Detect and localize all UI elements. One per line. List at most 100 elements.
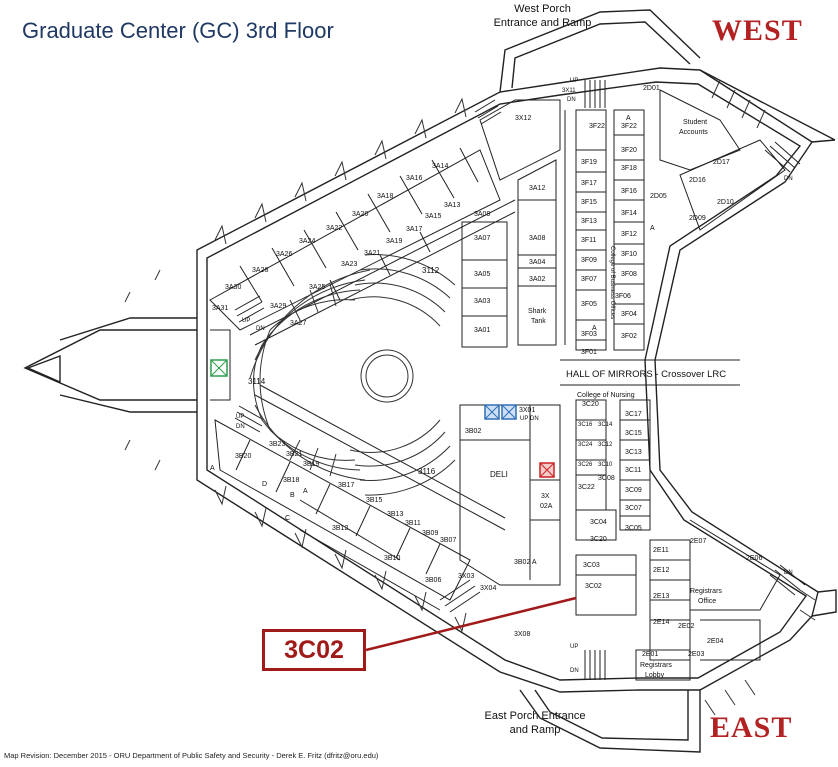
room-label: 3F18 xyxy=(621,165,637,172)
room-label: 3A18 xyxy=(377,193,393,200)
room-label: 3A01 xyxy=(474,327,490,334)
room-label: 2D09 xyxy=(689,215,706,222)
room-label: 3F09 xyxy=(581,257,597,264)
room-label: 3C10 xyxy=(598,462,613,468)
room-label: 3F07 xyxy=(581,276,597,283)
highlighted-room-label: 3C02 xyxy=(585,583,602,590)
interior-walls xyxy=(209,80,806,681)
room-label: 3A27 xyxy=(290,320,306,327)
auditorium-seating xyxy=(249,254,456,496)
stairs-down-label: DN xyxy=(530,416,539,422)
room-label: 3F06 xyxy=(615,293,631,300)
elevators xyxy=(210,359,555,478)
room-labels: 3X12 3X11 UP DN 3A14 3A16 3A18 3A20 3A22… xyxy=(210,78,793,679)
stairs-down-label: DN xyxy=(236,424,245,430)
room-label: 2D16 xyxy=(689,177,706,184)
east-porch-entrance-label: East Porch Entrance and Ramp xyxy=(470,709,600,737)
room-label: 3C12 xyxy=(598,442,613,448)
stairs-up-label: UP xyxy=(242,318,250,324)
room-label: 3A29 xyxy=(270,303,286,310)
room-label: 3B19 xyxy=(303,461,319,468)
hall-of-mirrors-label: HALL OF MIRRORS - Crossover LRC xyxy=(566,369,726,380)
room-label: 3C14 xyxy=(598,422,613,428)
stairs-up-label: UP xyxy=(236,414,244,420)
room-label: 3B09 xyxy=(422,530,438,537)
room-label: 2E12 xyxy=(653,567,669,574)
stairs-down-label: DN xyxy=(784,570,793,576)
room-label: Shark xyxy=(528,308,547,315)
room-label: 3F12 xyxy=(621,231,637,238)
room-label: 3F03 xyxy=(581,331,597,338)
room-label: 3X04 xyxy=(480,585,496,592)
room-label: 3A04 xyxy=(529,259,545,266)
page-title: Graduate Center (GC) 3rd Floor xyxy=(22,18,334,43)
room-label: 2D01 xyxy=(643,85,660,92)
room-label: 3C09 xyxy=(625,487,642,494)
room-label: D xyxy=(262,481,267,488)
room-label: 2E01 xyxy=(642,651,658,658)
room-label: 3C20 xyxy=(590,536,607,543)
room-label: 3A16 xyxy=(406,175,422,182)
room-label: 3X03 xyxy=(458,573,474,580)
room-label: 3B06 xyxy=(425,577,441,584)
room-label: 3B18 xyxy=(283,477,299,484)
room-label: 3C03 xyxy=(583,562,600,569)
room-label: 3A28 xyxy=(252,267,268,274)
room-label: Office xyxy=(698,598,716,605)
room-label: Registrars xyxy=(640,662,672,669)
room-label: 3B02 A xyxy=(514,559,537,566)
room-label: 2E13 xyxy=(653,593,669,600)
room-label: 3B13 xyxy=(387,511,403,518)
map-revision-footer: Map Revision: December 2015 - ORU Depart… xyxy=(4,751,379,760)
room-label: 3C20 xyxy=(582,401,599,408)
room-label: 3F22 xyxy=(589,123,605,130)
room-label: 2E06 xyxy=(746,555,762,562)
stairs-down-label: DN xyxy=(567,97,576,103)
room-label: 2E04 xyxy=(707,638,723,645)
room-label: Registrars xyxy=(690,588,722,595)
room-label: 3C08 xyxy=(598,475,615,482)
room-label: 3C13 xyxy=(625,449,642,456)
stairs-up-label: UP xyxy=(570,78,578,84)
room-label: 3A31 xyxy=(212,305,228,312)
room-label: 3F04 xyxy=(621,311,637,318)
room-label: 2D10 xyxy=(717,199,734,206)
room-label: Lobby xyxy=(645,672,665,679)
room-label: 3C24 xyxy=(578,442,593,448)
east-entrance-line-2: and Ramp xyxy=(509,724,561,736)
callout-leader-line xyxy=(365,596,577,652)
room-label: 3A07 xyxy=(474,235,490,242)
room-label: 2E02 xyxy=(678,623,694,630)
room-label: 3F14 xyxy=(621,210,637,217)
room-label: 3A09 xyxy=(474,211,490,218)
room-label: 3A14 xyxy=(432,163,448,170)
room-label: 3B10 xyxy=(384,555,400,562)
room-label: 3C04 xyxy=(590,519,607,526)
room-label: A xyxy=(303,488,308,495)
room-label: 3C16 xyxy=(578,422,593,428)
room-label: 3B11 xyxy=(405,520,421,527)
room-label: 3C07 xyxy=(625,505,642,512)
room-label: Student xyxy=(683,119,707,126)
room-label: 3A03 xyxy=(474,298,490,305)
room-label: 3F22 xyxy=(621,123,637,130)
room-3c02-callout: 3C02 xyxy=(262,629,366,671)
room-label: 3116 xyxy=(418,467,436,476)
room-label: C xyxy=(285,515,290,522)
room-label: Tank xyxy=(531,318,546,325)
room-label: 3F20 xyxy=(621,147,637,154)
east-entrance-line-1: East Porch Entrance xyxy=(484,710,586,722)
room-label: A xyxy=(650,225,655,232)
stairs-down-label: DN xyxy=(570,668,579,674)
exterior-fins xyxy=(124,79,816,716)
room-label: 3F08 xyxy=(621,271,637,278)
room-label: 3A08 xyxy=(529,235,545,242)
room-label: 3B21 xyxy=(286,451,302,458)
room-label: 3F13 xyxy=(581,218,597,225)
college-of-business-label: College of Business Offices xyxy=(609,246,615,319)
room-label: 3C17 xyxy=(625,411,642,418)
room-label: 3F16 xyxy=(621,188,637,195)
room-label: 02A xyxy=(540,503,553,510)
room-label: A xyxy=(626,115,631,122)
room-label: 3A02 xyxy=(529,276,545,283)
